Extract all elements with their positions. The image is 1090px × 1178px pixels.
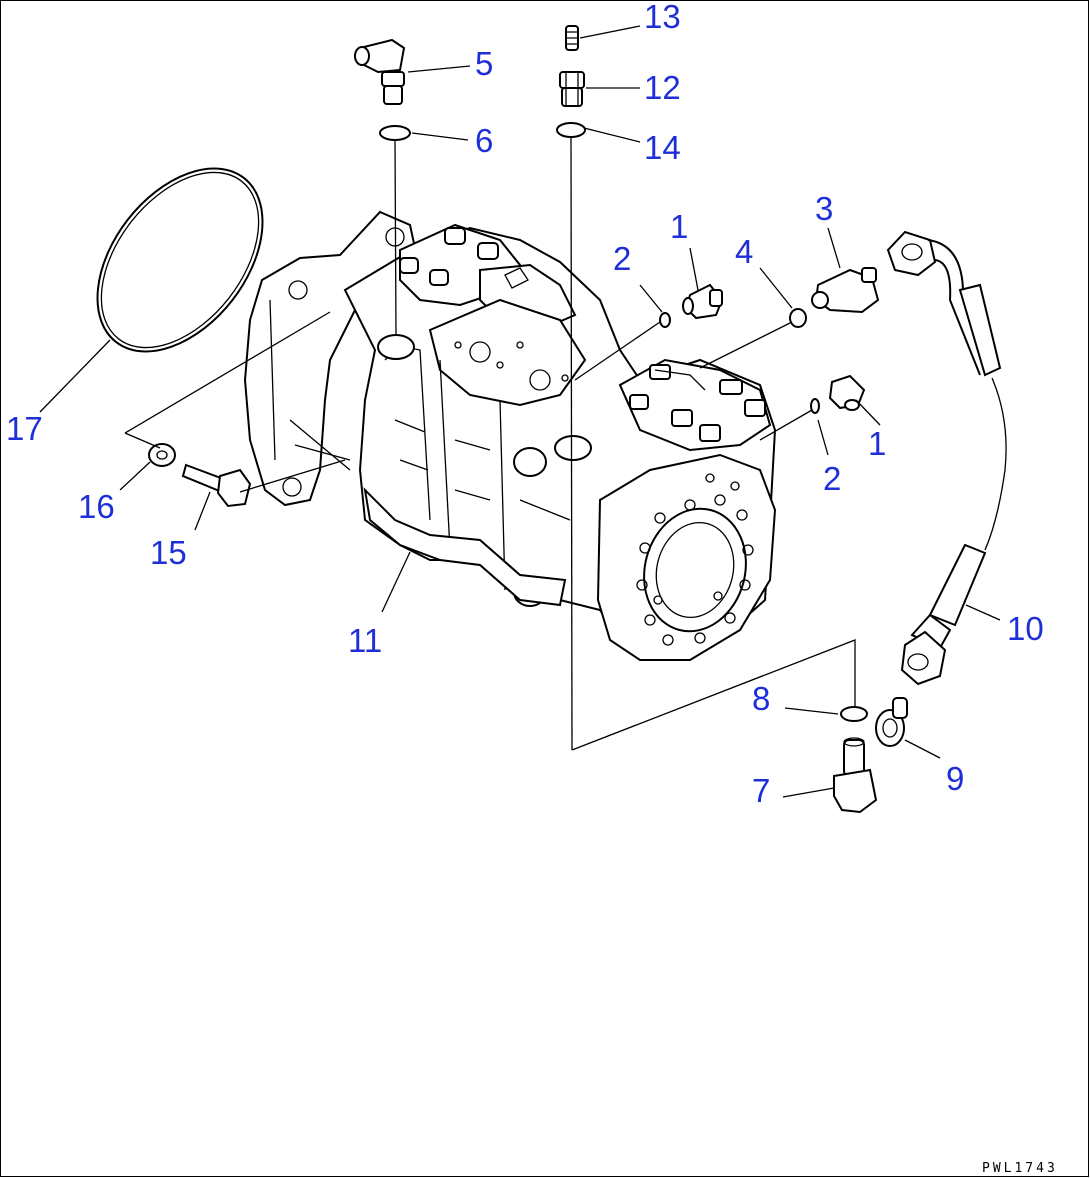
leader-lines — [39, 25, 1001, 798]
valve-fitting-3 — [811, 267, 880, 314]
part-label-12: 12 — [644, 69, 681, 106]
part-label-2-upper: 2 — [613, 240, 631, 277]
part-label-14: 14 — [644, 129, 681, 166]
washer-16 — [148, 443, 176, 467]
part-label-3: 3 — [815, 190, 833, 227]
elbow-1-lower — [828, 374, 866, 411]
o-ring-14 — [556, 122, 586, 138]
drawing-code: PWL1743 — [982, 1161, 1058, 1176]
pin-2-upper — [659, 312, 671, 328]
pin-2-lower — [810, 398, 820, 414]
part-label-2-lower: 2 — [823, 460, 841, 497]
part-label-1-upper: 1 — [670, 208, 688, 245]
hydraulic-pump-body-11 — [243, 210, 777, 662]
part-label-17: 17 — [6, 410, 43, 447]
part-label-11: 11 — [348, 622, 382, 659]
part-label-1-lower: 1 — [868, 425, 886, 462]
part-label-16: 16 — [78, 488, 115, 525]
part-label-10: 10 — [1007, 610, 1044, 647]
part-label-8: 8 — [752, 680, 770, 717]
elbow-fitting-5 — [354, 38, 406, 105]
sensor-7 — [833, 737, 878, 814]
o-ring-6 — [379, 125, 411, 141]
plug-13 — [565, 25, 579, 51]
part-label-4: 4 — [735, 233, 753, 270]
plug-4 — [789, 308, 807, 328]
part-label-5: 5 — [475, 45, 493, 82]
part-label-15: 15 — [150, 534, 187, 571]
part-label-13: 13 — [644, 0, 681, 35]
fitting-12 — [559, 71, 585, 107]
elbow-1-upper — [682, 283, 724, 320]
o-ring-17 — [96, 167, 264, 353]
bolt-15 — [181, 463, 252, 508]
part-label-7: 7 — [752, 772, 770, 809]
part-label-9: 9 — [946, 760, 964, 797]
hose-assembly-10 — [886, 230, 1007, 686]
part-label-6: 6 — [475, 122, 493, 159]
adapter-9 — [875, 697, 908, 747]
o-ring-8 — [840, 706, 868, 722]
